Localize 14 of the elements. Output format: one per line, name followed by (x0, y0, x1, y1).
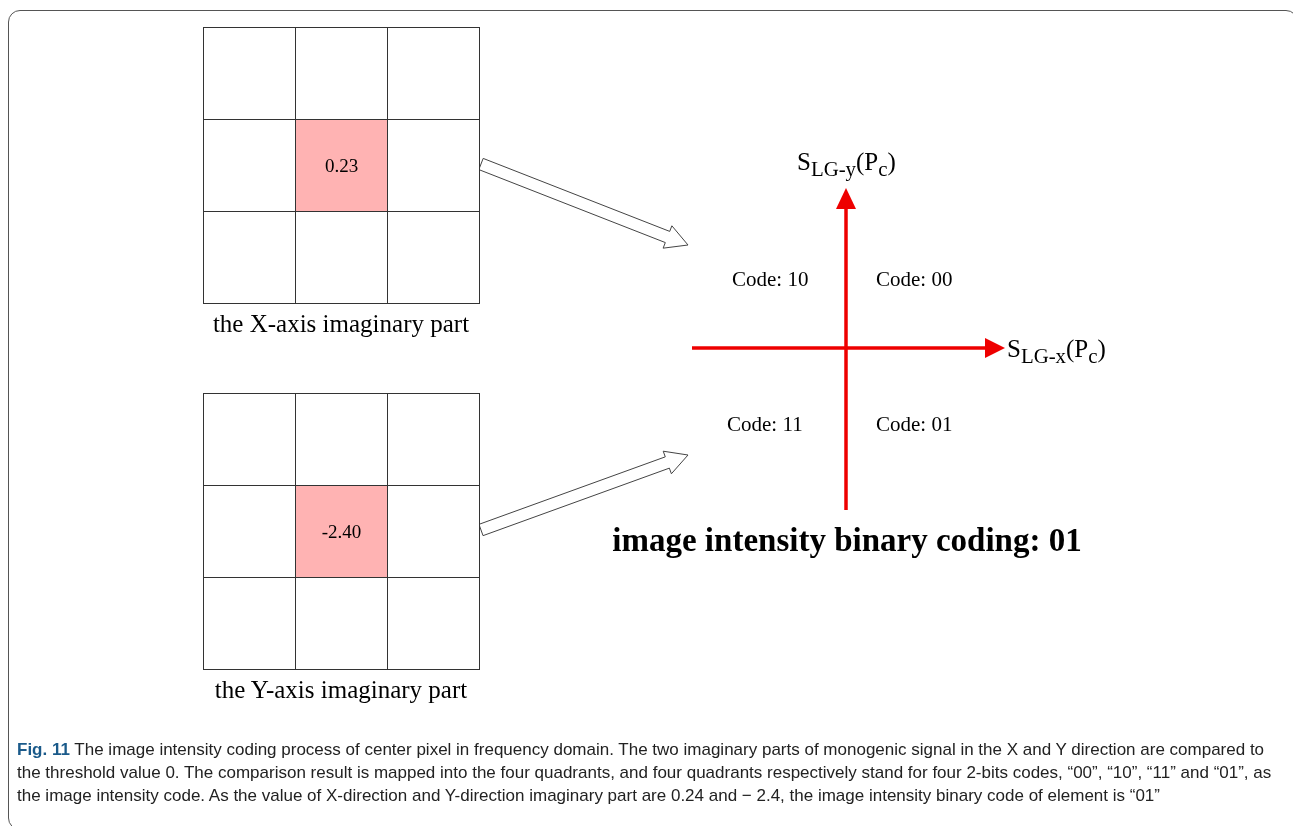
axis-label: S$_{LG-x}$(P$_{c}$) (1007, 335, 1106, 369)
quadrant-code: Code: 10 (732, 267, 809, 292)
quadrant-code: Code: 11 (727, 412, 803, 437)
center-pixel-cell: 0.23 (295, 119, 388, 212)
result-text: image intensity binary coding: 01 (612, 521, 1082, 560)
quadrant-code: Code: 01 (876, 412, 953, 437)
grid-caption: the X-axis imaginary part (211, 310, 471, 338)
axis-label: S$_{LG-y}$(P$_{c}$) (797, 148, 896, 182)
hollow-arrow (478, 450, 689, 537)
center-pixel-cell: -2.40 (295, 485, 388, 578)
figure-caption: Fig. 11 The image intensity coding process of center pixel in frequency domain. The two imaginary parts of monogenic signal in the X and Y direction are compared to the threshold value 0. The comparison result is mapped into the four quadrants, and four quadrants respectively stand for four 2-bits codes, “00”, “10”, “11” and “01”, as the image intensity code. As the value of X-direction and Y-direction imaginary part are 0.24 and − 2.4, the image intensity binary code of element is “01” (17, 739, 1273, 807)
grid-caption: the Y-axis imaginary part (213, 676, 469, 704)
hollow-arrow (478, 157, 689, 249)
quadrant-code: Code: 00 (876, 267, 953, 292)
